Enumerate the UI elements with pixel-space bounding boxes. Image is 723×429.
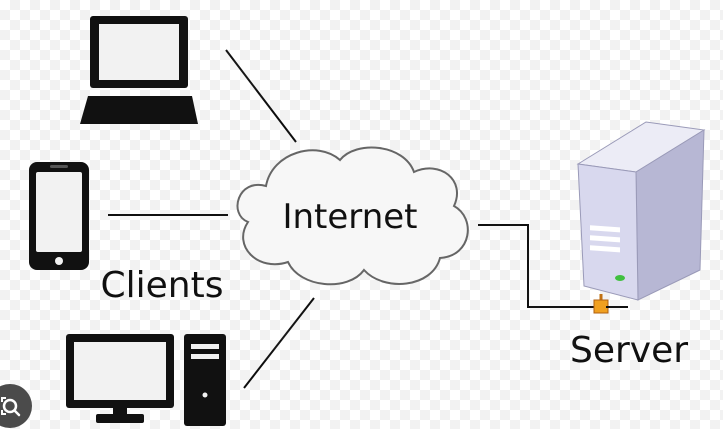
image-search-icon xyxy=(1,397,21,417)
smartphone-icon xyxy=(29,162,89,270)
clients-label: Clients xyxy=(101,265,224,306)
laptop-icon xyxy=(80,16,198,124)
internet-label: Internet xyxy=(282,197,417,237)
image-search-button[interactable] xyxy=(0,384,32,428)
cloud-icon xyxy=(236,146,469,286)
server-label: Server xyxy=(570,330,688,371)
desktop-computer-icon xyxy=(66,334,226,426)
server-connection-line xyxy=(478,224,600,308)
desktop-connection-line xyxy=(243,297,315,389)
connection-lines xyxy=(108,49,600,389)
server-port-icon xyxy=(593,294,628,314)
server-tower-icon xyxy=(576,121,706,301)
laptop-connection-line xyxy=(225,49,297,143)
